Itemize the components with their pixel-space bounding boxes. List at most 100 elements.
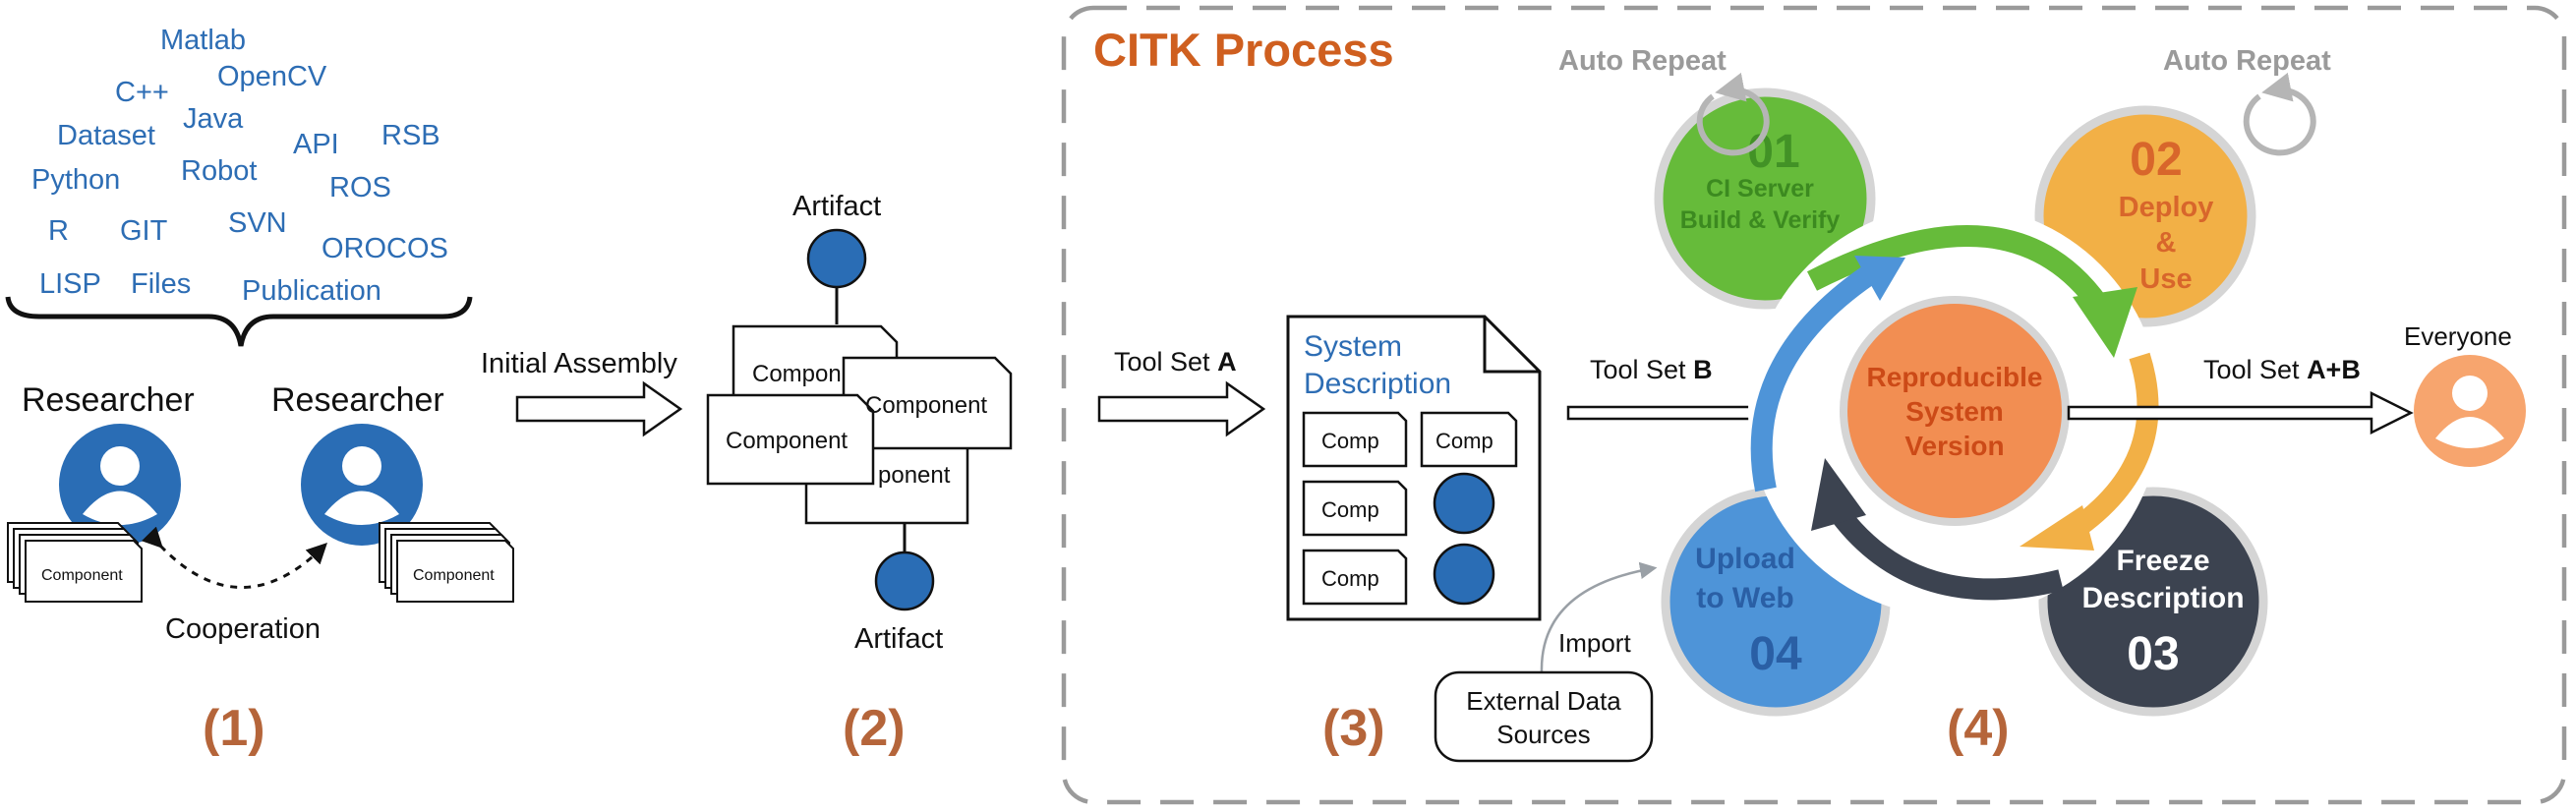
component-label-left: Component [41,567,123,584]
step-01-number: 01 [1747,126,1799,178]
component-doc-1-label: Compon [752,361,842,387]
artifact-bottom-label: Artifact [854,623,943,655]
tool-set-ab-arrow [2067,390,2414,435]
arrow-upload-to-build-head [1854,256,1905,301]
arrow-freeze-to-version [1832,508,2064,601]
initial-assembly-label: Initial Assembly [481,348,677,379]
researcher-right-person-icon [301,424,423,546]
comp-doc-1 [1302,411,1408,468]
import-label: Import [1558,628,1631,658]
system-description-document [1286,315,1542,621]
grouping-brace [5,296,473,347]
tag-dataset: Dataset [57,120,155,151]
tag-ros: ROS [329,172,391,203]
researcher-left-label: Researcher [22,381,195,419]
component-label-right: Component [413,567,495,584]
step-04-line2: to Web [1696,582,1793,614]
comp-doc-4 [1302,549,1408,606]
artifact-bottom-circle [874,551,935,611]
step-02-number: 02 [2130,134,2182,186]
citk-process-title: CITK Process [1093,24,1394,76]
step-02-line3: Use [2139,263,2192,295]
arrow-deploy-to-freeze-head [2020,505,2094,551]
system-description-line1: System [1304,330,1402,363]
tag-cpp: C++ [115,77,169,108]
researcher-left-person-icon [59,424,181,546]
comp-doc-2-label: Comp [1435,429,1493,453]
tag-python: Python [31,164,120,196]
external-line1: External Data [1466,686,1621,716]
tag-matlab: Matlab [160,25,246,56]
component-doc-3-label: Component [726,428,848,454]
external-data-sources-box [1434,670,1654,763]
center-label-line3: Version [1904,431,2004,461]
everyone-label: Everyone [2404,321,2512,351]
tag-lisp: LISP [39,268,101,300]
import-arrow [1540,561,1658,673]
step-02-line2: & [2156,227,2177,259]
artifact-circle-1 [1433,472,1495,535]
tag-svn: SVN [228,207,287,239]
arrow-freeze-to-version-head [1811,458,1866,531]
panel-2: Initial Assembly Artifact Compon Compone… [481,191,1013,757]
step-01-line2: Build & Verify [1680,206,1841,234]
tool-set-a-arrow [1097,380,1266,437]
tag-rsb: RSB [381,120,440,151]
auto-repeat-left-label: Auto Repeat [1558,45,1727,77]
external-line2: Sources [1496,720,1590,749]
step-04-line1: Upload [1695,543,1795,575]
component-doc-2-label: Component [865,392,987,419]
reproducible-system-version-circle [1840,296,2070,526]
center-label-line1: Reproducible [1867,362,2043,392]
tag-robot: Robot [181,155,257,187]
comp-doc-4-label: Comp [1321,566,1379,591]
tag-opencv: OpenCV [217,61,327,92]
cooperation-arrow [141,526,327,589]
citk-process-frame [1061,5,2567,805]
center-label-line2: System [1905,396,2004,427]
everyone-person-icon [2414,355,2526,467]
tool-set-ab-label: Tool Set A+B [2203,355,2361,384]
tag-api: API [293,129,339,160]
tag-git: GIT [120,215,168,247]
arrow-upload-to-build [1750,265,1875,493]
step-03-line1: Freeze [2116,545,2209,577]
tag-publication: Publication [242,275,381,307]
panel-2-number: (2) [843,700,906,757]
auto-repeat-right-icon [2243,72,2316,156]
tool-set-b-label: Tool Set B [1590,355,1713,384]
tag-orocos: OROCOS [322,233,448,264]
document-fold [1483,317,1540,374]
system-description-line2: Description [1304,368,1451,400]
step-03-line2: Description [2081,582,2244,614]
tag-r: R [48,215,69,247]
cooperation-label: Cooperation [165,613,321,645]
panel-4: Tool Set B Reproducible System Version 0… [1434,45,2526,763]
panel-1: Matlab OpenCV C++ Java Dataset API RSB P… [5,25,514,757]
step-01-line1: CI Server [1706,175,1814,203]
step-02-line1: Deploy [2119,192,2214,223]
researcher-left-component-stack [7,522,143,603]
tag-java: Java [183,103,244,135]
component-doc-4-label: ponent [878,462,951,489]
artifact-top-circle [806,228,867,289]
artifact-top-label: Artifact [792,191,881,222]
panel-3: Tool Set A System Description Comp Comp … [1097,315,1542,757]
researcher-right-label: Researcher [271,381,444,419]
tool-set-a-label: Tool Set A [1114,347,1237,377]
auto-repeat-right-label: Auto Repeat [2163,45,2331,77]
comp-doc-1-label: Comp [1321,429,1379,453]
panel-4-number: (4) [1947,700,2010,757]
step-03-number: 03 [2127,628,2179,680]
auto-repeat-left-icon [1696,72,1770,156]
comp-doc-2 [1420,411,1518,468]
arrow-build-to-deploy-head [2073,287,2137,358]
tag-files: Files [131,268,191,300]
comp-doc-3 [1302,480,1408,537]
initial-assembly-arrow [515,380,683,437]
arrow-deploy-to-freeze [2066,352,2159,541]
panel-1-number: (1) [203,700,265,757]
artifact-circle-2 [1433,543,1495,606]
step-04-number: 04 [1749,628,1802,680]
